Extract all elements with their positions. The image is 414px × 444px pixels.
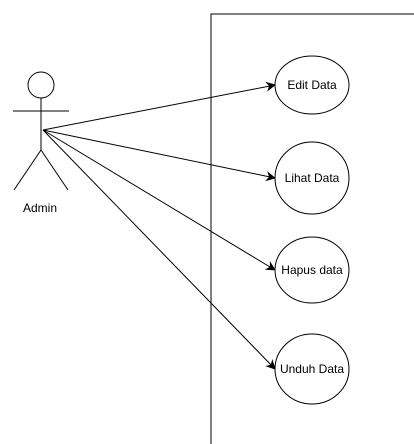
use-case-hapus-data: Hapus data [274,236,350,304]
association-hapus-data [42,129,276,271]
use-case-edit-data: Edit Data [274,55,350,115]
use-case-label: Hapus data [281,263,343,277]
use-case-ellipse [274,141,350,215]
use-case-label: Edit Data [287,78,337,92]
actor-right-leg [40,149,69,191]
use-case-lihat-data: Lihat Data [274,141,350,215]
association-unduh-data [42,129,276,370]
actor-left-leg [13,149,42,191]
actor-label: Admin [23,201,57,215]
actor-head [27,71,55,99]
use-case-ellipse [274,236,350,304]
actor-admin: Admin [13,71,69,215]
use-case-label: Unduh Data [280,362,344,376]
association-edit-data [42,81,276,131]
use-case-label: Lihat Data [285,171,340,185]
use-case-unduh-data: Unduh Data [274,333,350,405]
association-lihat-data [42,129,276,182]
use-case-ellipse [274,333,350,405]
use-case-ellipse [274,55,350,115]
system-boundary [210,13,414,444]
